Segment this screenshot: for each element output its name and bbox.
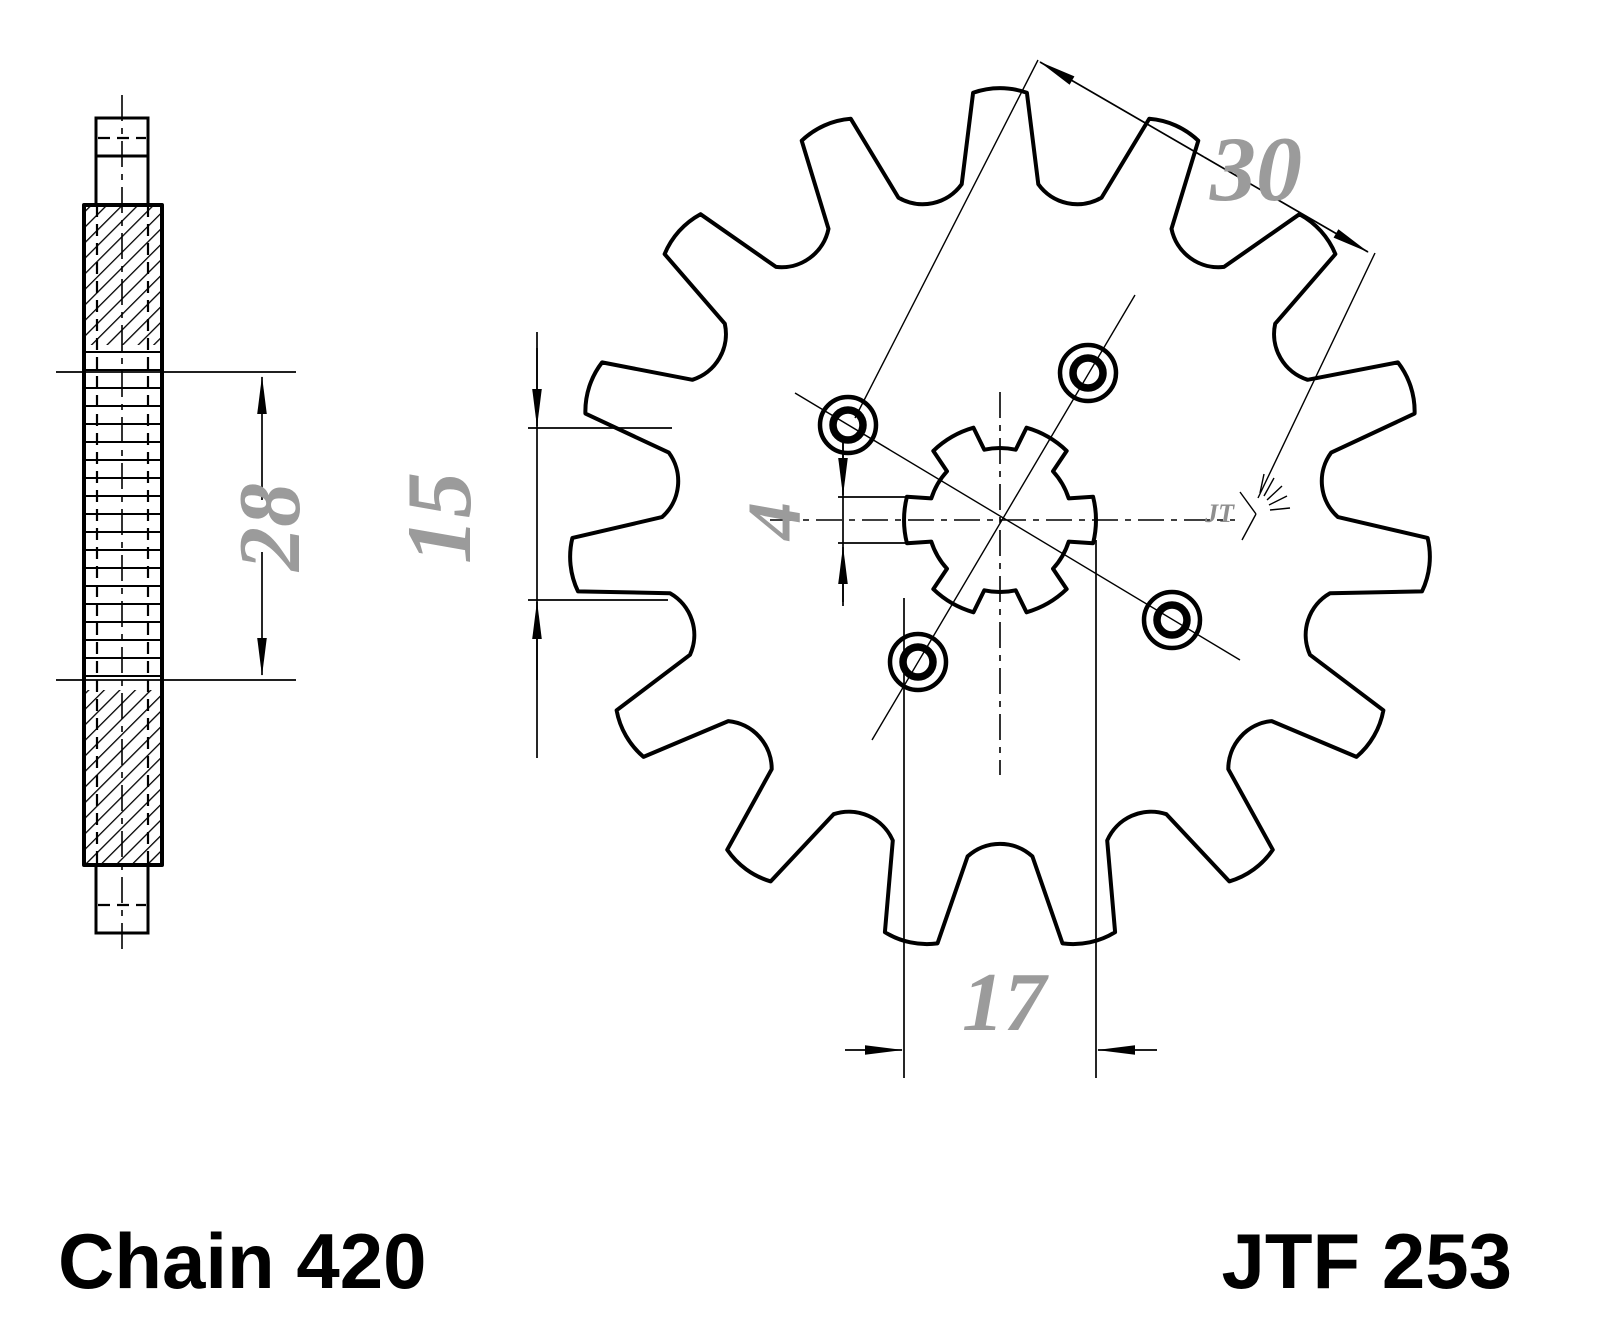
dim-30-arrow-upleft [1039, 61, 1205, 158]
dimension-15: 15 [388, 332, 672, 758]
dim-17-label: 17 [962, 956, 1049, 1049]
dimension-17: 17 [845, 540, 1157, 1078]
front-view [568, 86, 1432, 947]
dim-30-arrow-downright [1203, 156, 1369, 253]
bolt-hole [887, 631, 949, 693]
gear-outline [568, 86, 1432, 947]
construction-diagonal-1 [794, 392, 1241, 661]
finish-check-stroke-1 [1241, 513, 1257, 541]
side-view [82, 95, 164, 952]
dimension-4: 4 [733, 436, 848, 606]
side-view-bottom-stub [94, 863, 150, 935]
finish-mark-label: JT [1204, 499, 1235, 528]
bolt-hole [1057, 342, 1119, 404]
bolt-hole [817, 394, 879, 456]
finish-check-stroke-2 [1239, 491, 1257, 515]
dimension-30: 30 [854, 59, 1376, 499]
dim-15-label: 15 [388, 472, 490, 564]
dim-4-label: 4 [733, 502, 817, 542]
construction-diagonal-2 [871, 294, 1136, 741]
dim-30-ext-left [854, 59, 1039, 419]
dim-30-label: 30 [1209, 118, 1302, 220]
finish-mark-rays [1259, 473, 1291, 511]
bolt-hole [1141, 589, 1203, 651]
surface-finish-mark: JT [1204, 473, 1291, 541]
dim-28-label: 28 [222, 483, 319, 573]
chain-label: Chain 420 [58, 1217, 426, 1305]
dimension-28: 28 [56, 371, 319, 681]
bolt-holes [817, 342, 1203, 693]
dim-30-ext-right [1257, 252, 1376, 499]
part-number-label: JTF 253 [1222, 1217, 1512, 1305]
